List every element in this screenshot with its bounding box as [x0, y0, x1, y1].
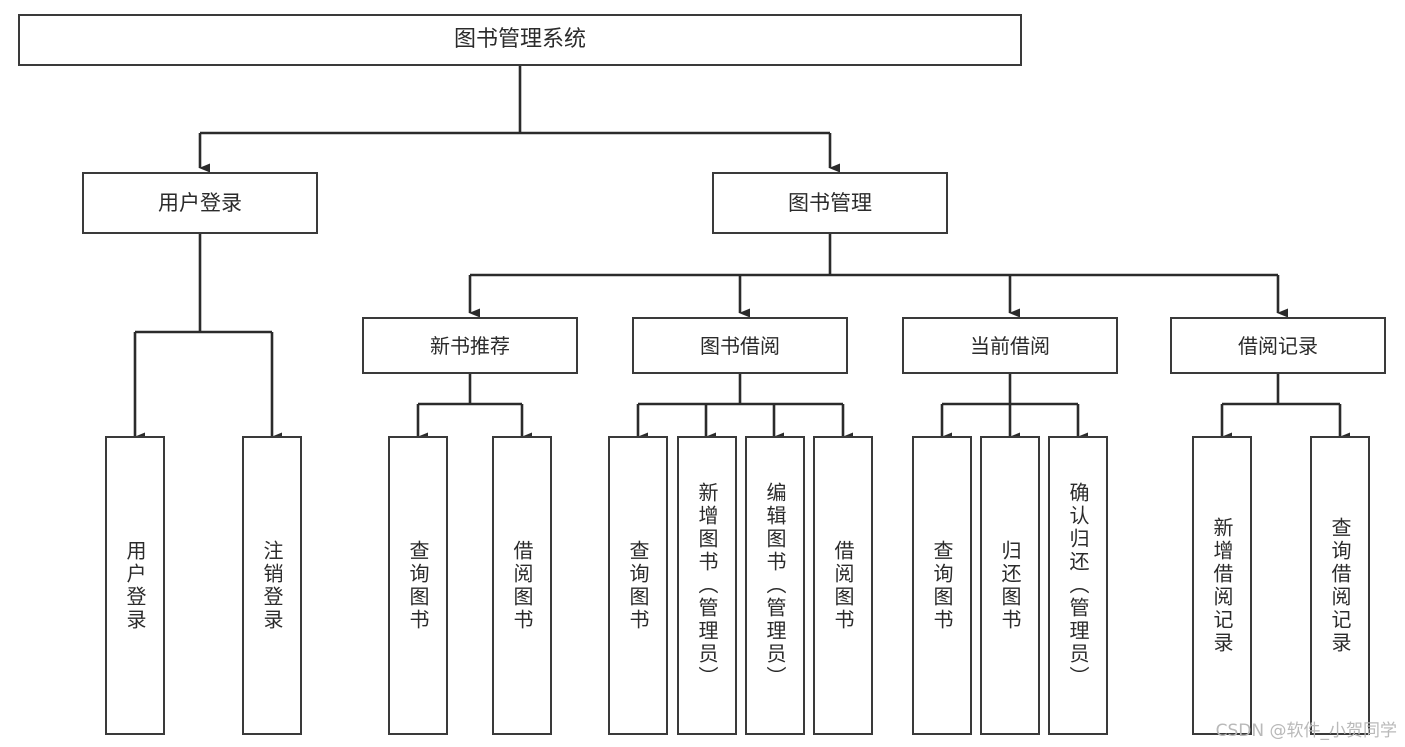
- leaf-query-book-current[interactable]: 查询图书: [912, 436, 972, 735]
- leaf-query-borrow-record[interactable]: 查询借阅记录: [1310, 436, 1370, 735]
- node-label: 编辑图书（管理员）: [763, 482, 787, 689]
- leaf-user-login[interactable]: 用户登录: [105, 436, 165, 735]
- node-label: 图书管理: [788, 190, 872, 215]
- node-book-management[interactable]: 图书管理: [712, 172, 948, 234]
- node-book-borrow[interactable]: 图书借阅: [632, 317, 848, 374]
- node-label: 用户登录: [158, 190, 242, 215]
- node-borrow-record[interactable]: 借阅记录: [1170, 317, 1386, 374]
- leaf-borrow-book-recommend[interactable]: 借阅图书: [492, 436, 552, 735]
- node-new-book-recommend[interactable]: 新书推荐: [362, 317, 578, 374]
- node-label: 借阅记录: [1238, 333, 1318, 358]
- node-root-book-management-system[interactable]: 图书管理系统: [18, 14, 1022, 66]
- leaf-borrow-book[interactable]: 借阅图书: [813, 436, 873, 735]
- leaf-logout[interactable]: 注销登录: [242, 436, 302, 735]
- leaf-add-book-admin[interactable]: 新增图书（管理员）: [677, 436, 737, 735]
- node-label: 新增借阅记录: [1210, 516, 1234, 655]
- node-label: 新书推荐: [430, 333, 510, 358]
- node-label: 查询图书: [930, 539, 954, 632]
- node-label: 图书管理系统: [453, 27, 586, 52]
- leaf-confirm-return-admin[interactable]: 确认归还（管理员）: [1048, 436, 1108, 735]
- node-label: 借阅图书: [510, 539, 534, 632]
- node-label: 用户登录: [123, 539, 147, 632]
- node-label: 归还图书: [998, 539, 1022, 632]
- node-label: 确认归还（管理员）: [1066, 482, 1090, 689]
- node-label: 查询图书: [406, 539, 430, 632]
- leaf-query-book-recommend[interactable]: 查询图书: [388, 436, 448, 735]
- leaf-add-borrow-record[interactable]: 新增借阅记录: [1192, 436, 1252, 735]
- node-label: 图书借阅: [700, 333, 780, 358]
- leaf-edit-book-admin[interactable]: 编辑图书（管理员）: [745, 436, 805, 735]
- node-user-login[interactable]: 用户登录: [82, 172, 318, 234]
- leaf-query-book-borrow[interactable]: 查询图书: [608, 436, 668, 735]
- node-current-borrow[interactable]: 当前借阅: [902, 317, 1118, 374]
- node-label: 查询借阅记录: [1328, 516, 1352, 655]
- node-label: 查询图书: [626, 539, 650, 632]
- leaf-return-book[interactable]: 归还图书: [980, 436, 1040, 735]
- node-label: 注销登录: [260, 539, 284, 632]
- node-label: 借阅图书: [831, 539, 855, 632]
- node-label: 新增图书（管理员）: [695, 482, 719, 689]
- node-label: 当前借阅: [970, 333, 1050, 358]
